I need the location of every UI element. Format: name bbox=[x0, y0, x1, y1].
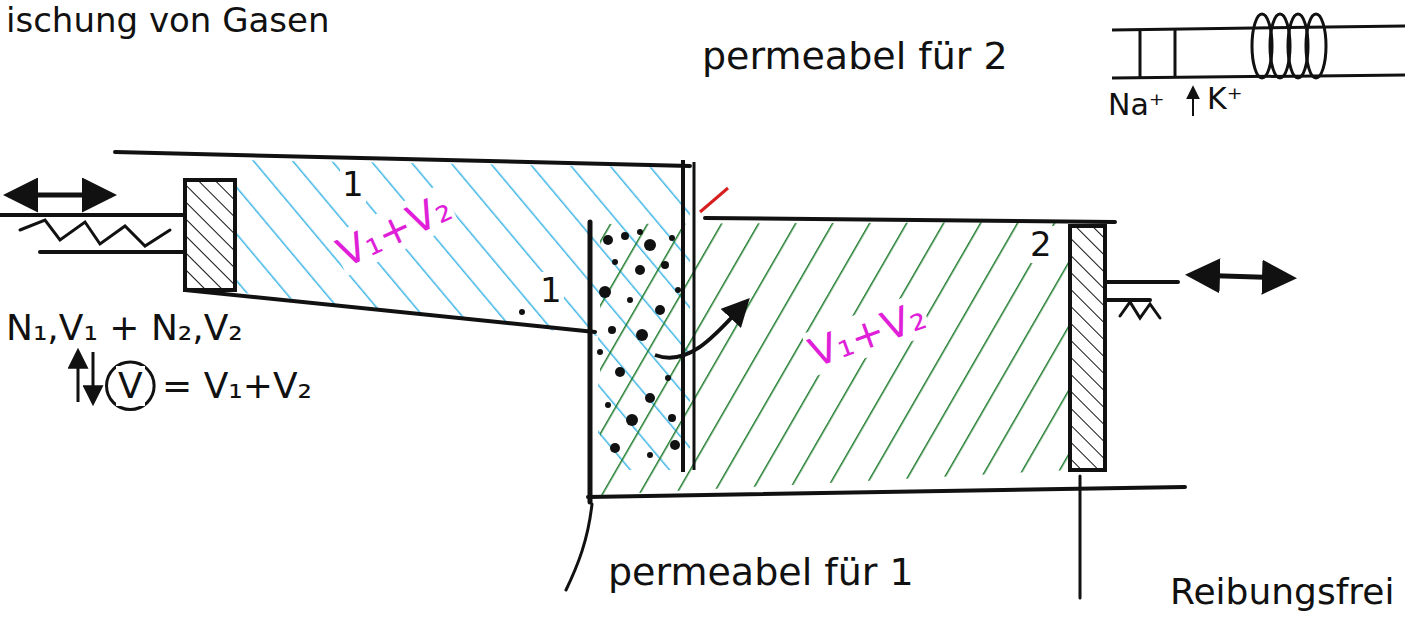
note-label: Reibungsfrei bbox=[1168, 572, 1396, 612]
label-anchor: = V₁+V₂ bbox=[160, 366, 314, 406]
label-anchor: K⁺ bbox=[1205, 82, 1245, 115]
leader-line bbox=[566, 504, 592, 590]
cylinder-2 bbox=[566, 218, 1290, 598]
particle bbox=[655, 305, 665, 315]
cylinder-wall bbox=[115, 152, 690, 166]
piston-rod bbox=[40, 250, 185, 254]
particle bbox=[621, 232, 629, 240]
label-anchor: permeabel für 2 bbox=[700, 36, 1010, 78]
cylinder-wall bbox=[588, 222, 593, 502]
membrane-line bbox=[1112, 26, 1405, 30]
cylinder-1 bbox=[0, 152, 690, 332]
channel-wall bbox=[1174, 30, 1177, 78]
formula: N₁,V₁ + N₂,V₂ bbox=[4, 308, 245, 348]
title-anchor: ischung von Gasen bbox=[4, 2, 332, 39]
particle bbox=[668, 414, 676, 422]
up-arrow bbox=[77, 352, 80, 402]
gas-2-hatching bbox=[600, 222, 1070, 495]
leader-line bbox=[700, 188, 728, 212]
motion-arrow bbox=[10, 193, 110, 198]
volume-label: V₁+V₂ bbox=[801, 292, 933, 376]
particle bbox=[637, 229, 643, 235]
chamber-number: 1 bbox=[340, 166, 366, 203]
ion-label: Na⁺ bbox=[1106, 88, 1167, 121]
particle bbox=[636, 329, 648, 341]
piston-rod bbox=[0, 213, 185, 217]
down-arrow bbox=[92, 352, 95, 402]
particle bbox=[627, 297, 633, 303]
part-number: 1 bbox=[538, 272, 564, 309]
piston-rod bbox=[1105, 280, 1178, 284]
particle bbox=[635, 265, 645, 275]
title: ischung von Gasen bbox=[4, 2, 332, 39]
chamber-number: 2 bbox=[1028, 226, 1054, 263]
rod-hatch bbox=[20, 220, 170, 246]
leader-line bbox=[1079, 476, 1082, 598]
coil-loop bbox=[1306, 14, 1326, 78]
membrane-label: permeabel für 2 bbox=[700, 36, 1010, 78]
particle bbox=[661, 261, 669, 269]
cylinder-wall bbox=[705, 218, 1115, 222]
text-anchor: 2 bbox=[1028, 226, 1054, 263]
formula: = V₁+V₂ bbox=[160, 366, 314, 406]
circle-mark bbox=[107, 362, 155, 410]
piston-rod bbox=[1105, 298, 1150, 302]
particle bbox=[665, 375, 671, 381]
ion-label: K⁺ bbox=[1205, 82, 1245, 115]
particle bbox=[675, 287, 681, 293]
text-anchor: V₁+V₂ bbox=[805, 312, 929, 356]
particle bbox=[626, 414, 638, 426]
diffusion-arrow bbox=[655, 302, 746, 358]
particle bbox=[645, 393, 655, 403]
particle bbox=[615, 367, 625, 377]
membrane bbox=[681, 160, 685, 472]
particle bbox=[603, 235, 613, 245]
label-anchor: 1 bbox=[538, 272, 564, 309]
particle bbox=[647, 452, 653, 458]
particle bbox=[669, 235, 675, 241]
particle bbox=[605, 402, 611, 408]
cylinder-wall bbox=[588, 487, 1185, 497]
volume-arrows bbox=[78, 352, 93, 402]
particles bbox=[597, 229, 681, 458]
piston bbox=[185, 180, 235, 290]
label-anchor: V bbox=[116, 366, 145, 406]
particle bbox=[670, 440, 680, 450]
ion-arrow bbox=[1192, 88, 1194, 116]
gas-2-region bbox=[600, 222, 1070, 495]
label-anchor: N₁,V₁ + N₂,V₂ bbox=[4, 308, 245, 348]
dot bbox=[519, 309, 525, 315]
particle bbox=[644, 239, 656, 251]
particle bbox=[608, 326, 616, 334]
motion-arrow bbox=[1192, 275, 1290, 278]
membrane bbox=[693, 162, 696, 470]
gas-chamber: 2V₁+V₂ bbox=[600, 222, 1070, 487]
particle bbox=[599, 286, 611, 298]
text-anchor: V₁+V₂ bbox=[332, 208, 456, 252]
rod-hatch bbox=[1120, 302, 1160, 318]
label-anchor: Reibungsfrei bbox=[1168, 572, 1396, 612]
volume-symbol: V bbox=[116, 366, 145, 406]
piston bbox=[1070, 226, 1105, 470]
cylinder-wall bbox=[185, 290, 595, 332]
label-anchor: permeabel für 1 bbox=[606, 552, 916, 594]
membrane-label: permeabel für 1 bbox=[606, 552, 916, 594]
channel-wall bbox=[1139, 30, 1142, 78]
particle bbox=[612, 259, 618, 265]
label-anchor: Na⁺ bbox=[1106, 88, 1167, 121]
particle bbox=[610, 443, 620, 453]
membrane-zone bbox=[519, 160, 746, 472]
particle bbox=[597, 349, 603, 355]
text-anchor: 1 bbox=[340, 166, 366, 203]
